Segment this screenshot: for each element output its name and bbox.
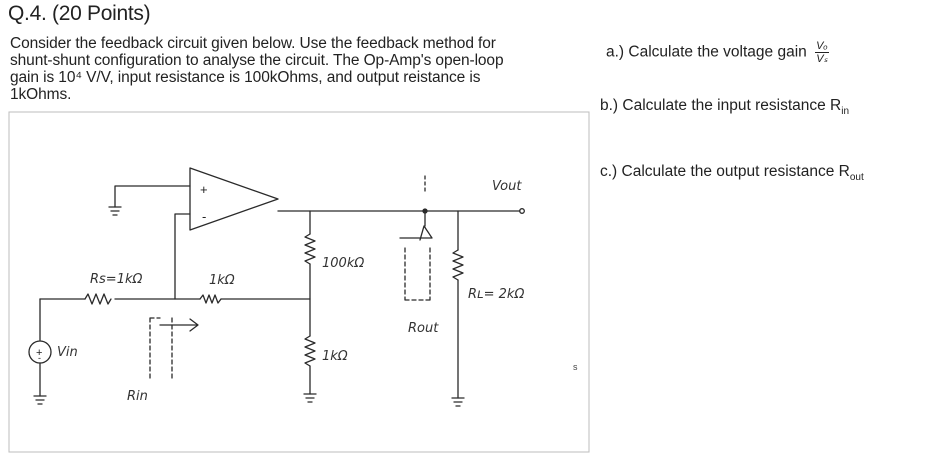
question-line: 1kOhms. — [10, 86, 72, 103]
gain-fraction: Vₒ Vₛ — [815, 40, 829, 65]
rl-resistor-icon — [452, 249, 464, 281]
part-c-text: c.) Calculate the output resistance R — [600, 163, 850, 180]
ground-icon — [33, 395, 47, 405]
vout-terminal — [519, 208, 525, 214]
rs-label: Rs=1kΩ — [90, 272, 142, 287]
ground-icon — [108, 206, 122, 216]
r1-resistor-icon — [199, 294, 222, 304]
rin-label: Rin — [127, 389, 148, 404]
rl-label: Rʟ= 2kΩ — [468, 287, 524, 302]
vout-label: Vout — [492, 179, 522, 194]
rf-label: 100kΩ — [322, 256, 364, 271]
circuit-frame — [8, 111, 590, 453]
stray-mark: s — [573, 362, 578, 372]
rin-arrow-icon — [159, 318, 199, 332]
rb-label: 1kΩ — [322, 349, 348, 364]
question-line: gain is 10⁴ V/V, input resistance is 100… — [10, 69, 481, 86]
gain-numerator: Vₒ — [815, 40, 829, 53]
opamp-minus-label: - — [202, 209, 206, 224]
vin-label: Vin — [57, 345, 78, 360]
ground-icon — [303, 393, 317, 403]
part-c-prompt: c.) Calculate the output resistance Rout — [600, 163, 864, 183]
rs-resistor-icon — [84, 293, 112, 305]
gain-denominator: Vₛ — [816, 53, 828, 65]
opamp-plus-label: + — [200, 182, 208, 197]
rout-arrow-icon — [399, 212, 433, 241]
question-line: Consider the feedback circuit given belo… — [10, 35, 496, 52]
r1-label: 1kΩ — [209, 273, 235, 288]
part-b-subscript: in — [841, 106, 850, 118]
question-line: shunt-shunt configuration to analyse the… — [10, 52, 504, 69]
source-plus-label: + — [36, 347, 42, 359]
part-b-text: b.) Calculate the input resistance R — [600, 97, 842, 114]
rout-label: Rout — [408, 321, 439, 336]
part-c-subscript: out — [849, 172, 864, 184]
opamp-symbol — [189, 167, 279, 231]
part-b-prompt: b.) Calculate the input resistance Rin — [600, 97, 849, 117]
part-a-prompt: a.) Calculate the voltage gain Vₒ Vₛ — [606, 40, 829, 65]
rf-resistor-icon — [304, 233, 316, 265]
ground-icon — [451, 397, 465, 407]
rin-probe-bracket — [149, 317, 173, 381]
question-heading: Q.4. (20 Points) — [8, 2, 151, 25]
rb-resistor-icon — [304, 335, 316, 367]
rout-probe-bracket — [404, 247, 431, 301]
source-minus-label: - — [38, 353, 41, 363]
noninv-input-wire — [114, 185, 191, 208]
part-a-text: a.) Calculate the voltage gain — [606, 43, 807, 61]
inv-input-wire — [174, 213, 191, 300]
